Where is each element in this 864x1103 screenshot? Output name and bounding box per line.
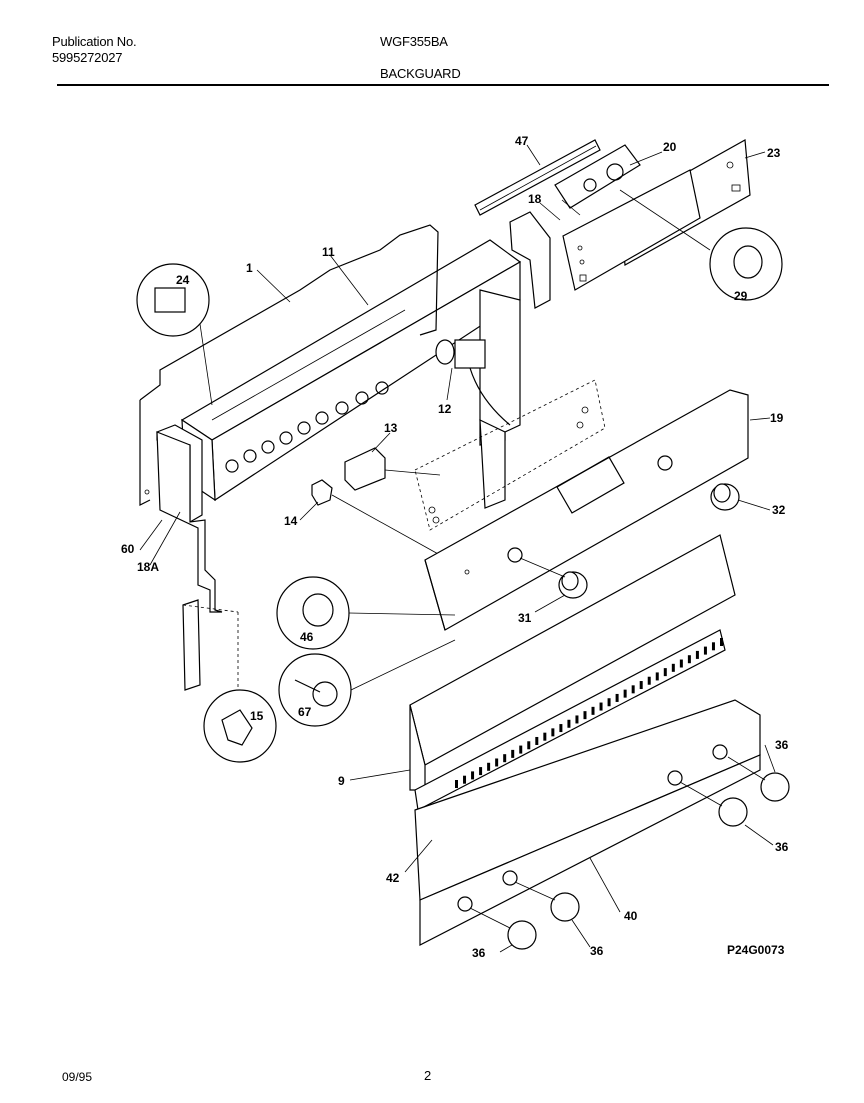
vent-slot — [487, 762, 491, 771]
knob-32 — [710, 483, 740, 511]
vent-slot — [455, 780, 458, 788]
vent-slot — [631, 685, 635, 694]
left-end-cap — [156, 424, 223, 613]
vent-slot — [591, 706, 595, 715]
vent-slots — [455, 638, 723, 788]
clock-20 — [554, 144, 641, 216]
detail-24-rocker-switch — [136, 263, 213, 406]
knob-36-left-lower — [469, 907, 537, 950]
callout-46: 46 — [300, 630, 314, 644]
vent-slot — [623, 689, 627, 698]
callout-29: 29 — [734, 289, 748, 303]
vent-slot — [639, 681, 643, 690]
vent-slot — [551, 728, 555, 737]
callout-24: 24 — [176, 273, 190, 287]
callout-36-a: 36 — [775, 738, 789, 752]
detail-15-clip — [203, 689, 277, 763]
panel-holes — [225, 381, 389, 473]
callout-36-b: 36 — [775, 840, 789, 854]
thermostat — [435, 339, 511, 426]
vent-slot — [711, 642, 715, 651]
lower-trim-piece — [182, 599, 239, 691]
publication-number: 5995272027 — [52, 50, 123, 65]
vent-slot — [647, 676, 651, 685]
callout-31: 31 — [518, 611, 532, 625]
detail-46-plug-button — [276, 576, 456, 650]
vent-slot — [543, 732, 547, 741]
vent-slot — [463, 775, 467, 784]
vent-slot — [599, 702, 603, 711]
knob-31 — [519, 557, 588, 599]
callout-23: 23 — [767, 146, 781, 160]
callout-19: 19 — [770, 411, 784, 425]
callout-18: 18 — [528, 192, 542, 206]
detail-67-screw — [278, 639, 456, 727]
callout-9: 9 — [338, 774, 345, 788]
lower-panel-40 — [414, 699, 761, 946]
header-rule — [57, 84, 829, 86]
callout-40: 40 — [624, 909, 638, 923]
vent-slot — [495, 758, 499, 767]
vent-slot — [519, 745, 523, 754]
switch-14 — [311, 479, 441, 556]
control-panel-19 — [424, 389, 749, 631]
vent-slot — [575, 715, 579, 724]
leader-lines — [139, 144, 776, 953]
model-number: WGF355BA — [380, 34, 448, 49]
vent-slot — [720, 638, 723, 646]
callout-32: 32 — [772, 503, 786, 517]
vent-slot — [567, 719, 571, 728]
vent-slot — [503, 754, 507, 763]
section-title: BACKGUARD — [380, 66, 461, 81]
vent-slot — [655, 672, 659, 681]
vent-slot — [703, 646, 707, 655]
vent-slot — [559, 724, 563, 733]
callout-1: 1 — [246, 261, 253, 275]
rear-sheet — [139, 224, 439, 506]
vent-slot — [615, 693, 619, 702]
publication-label: Publication No. — [52, 34, 137, 49]
callout-labels: 1 11 24 47 18 20 23 29 12 13 19 14 32 60… — [121, 134, 789, 960]
knob-36-right-upper — [727, 756, 790, 802]
callout-42: 42 — [386, 871, 400, 885]
callout-60: 60 — [121, 542, 135, 556]
diagram-code: P24G0073 — [727, 943, 785, 957]
vent-slot — [663, 668, 667, 677]
vent-trim-9 — [409, 534, 736, 811]
vent-slot — [695, 650, 699, 659]
callout-15: 15 — [250, 709, 264, 723]
callout-36-d: 36 — [590, 944, 604, 958]
knob-36-left-upper — [514, 881, 580, 922]
vent-slot — [583, 711, 587, 720]
callout-12: 12 — [438, 402, 452, 416]
control-board — [414, 379, 606, 531]
knob-36-right-lower — [679, 781, 748, 827]
vent-slot — [679, 659, 683, 668]
clock-panel-23 — [562, 139, 751, 291]
vent-slot — [471, 771, 475, 780]
right-end-panel — [479, 211, 551, 509]
vent-slot — [671, 663, 675, 672]
callout-20: 20 — [663, 140, 677, 154]
relay-13 — [344, 447, 441, 491]
vent-slot — [511, 749, 515, 758]
trim-strip-47 — [474, 139, 601, 216]
vent-slot — [527, 741, 531, 750]
vent-slot — [607, 698, 611, 707]
vent-slot — [535, 736, 539, 745]
callout-36-c: 36 — [472, 946, 486, 960]
page-number: 2 — [424, 1068, 432, 1083]
callout-47: 47 — [515, 134, 529, 148]
publication-date: 09/95 — [62, 1070, 93, 1084]
vent-slot — [687, 655, 691, 664]
callout-14: 14 — [284, 514, 298, 528]
callout-67: 67 — [298, 705, 312, 719]
callout-11: 11 — [322, 245, 335, 259]
callout-18a: 18A — [137, 560, 159, 574]
detail-29-knob — [619, 189, 783, 301]
callout-13: 13 — [384, 421, 398, 435]
vent-slot — [479, 767, 483, 776]
